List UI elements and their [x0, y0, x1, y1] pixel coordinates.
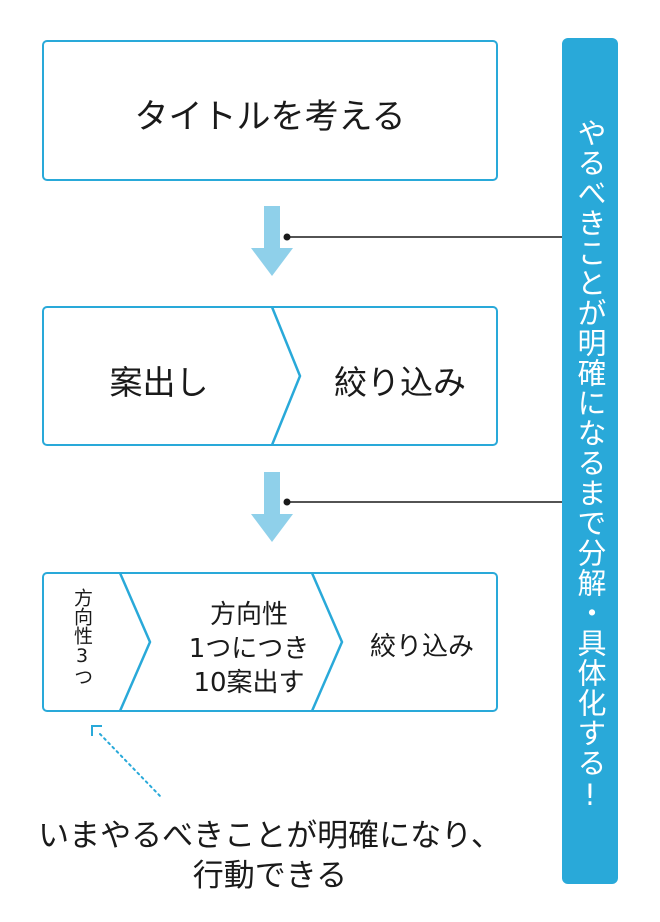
step3-chevron-divider-1 — [118, 572, 152, 712]
step3-chevron-divider-2 — [310, 572, 344, 712]
dotted-pointer-line — [99, 733, 161, 797]
step2-chevron-divider — [270, 306, 302, 446]
corner-bracket-icon — [91, 725, 102, 736]
sidebar-text: やるべきことが明確になるまで分解・具体化する! — [573, 118, 607, 813]
step3-col2-line3: 10案出す — [193, 668, 305, 698]
step2-right-label: 絞り込み — [334, 363, 466, 402]
down-arrow-icon — [251, 472, 293, 542]
step3-col2-line1: 方向性 — [209, 600, 288, 630]
step2-box: 案出し 絞り込み — [42, 306, 498, 446]
step3-col2-line2: 1つにつき — [188, 634, 310, 664]
connector-line-2 — [283, 498, 563, 506]
caption-line2: 行動できる — [192, 858, 348, 894]
sidebar-banner: やるべきことが明確になるまで分解・具体化する! — [562, 38, 618, 884]
connector-line-1 — [283, 233, 563, 241]
step3-box: 方向性3つ 方向性 1つにつき 10案出す 絞り込み — [42, 572, 498, 712]
step1-box: タイトルを考える — [42, 40, 498, 181]
step1-title: タイトルを考える — [134, 97, 406, 137]
caption-line1: いまやるべきことが明確になり、 — [38, 818, 502, 854]
step3-col1-label: 方向性3つ — [71, 588, 93, 686]
down-arrow-icon — [251, 206, 293, 276]
step2-left-label: 案出し — [109, 363, 209, 402]
step3-col3-label: 絞り込み — [369, 632, 474, 662]
